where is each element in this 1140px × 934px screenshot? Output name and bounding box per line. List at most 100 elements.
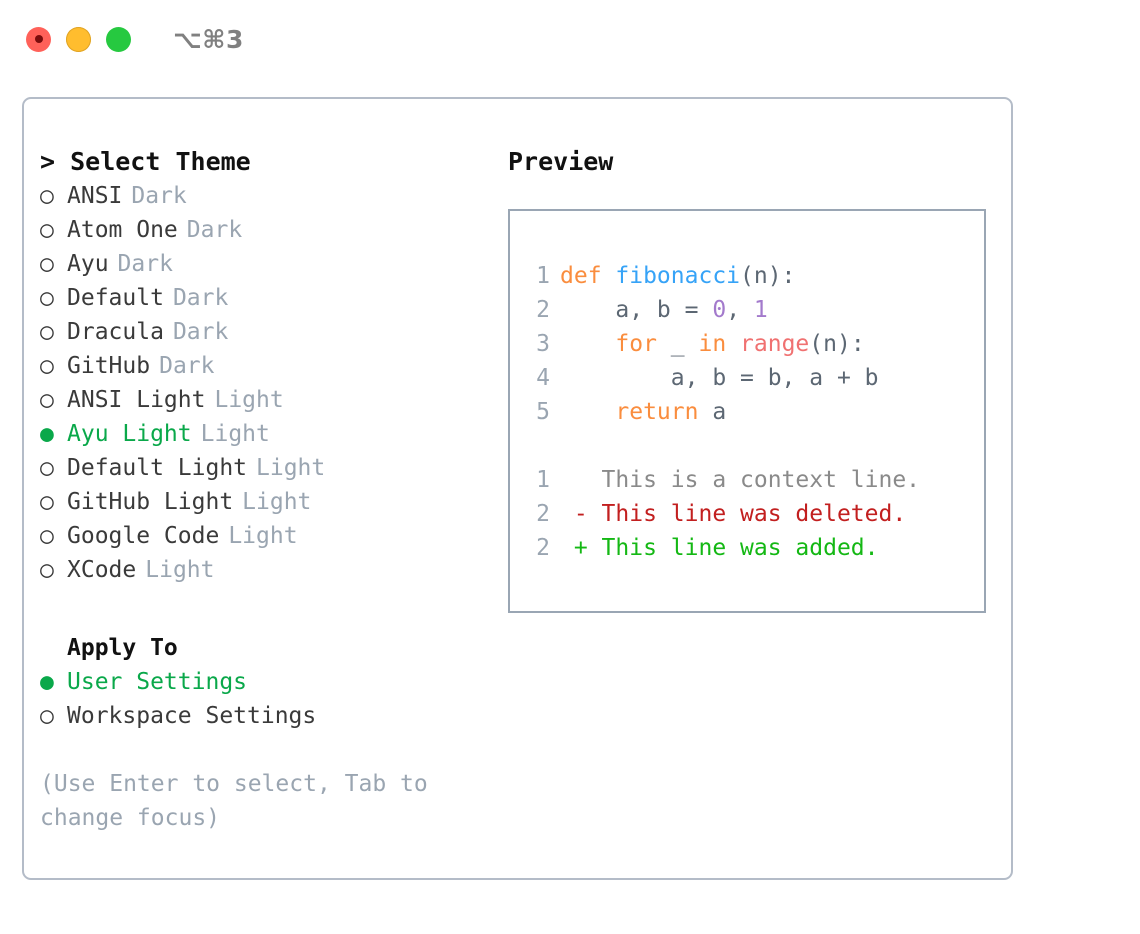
code-token-var: _ (656, 331, 699, 357)
theme-option-variant: Light (200, 421, 270, 447)
preview-title: Preview (508, 147, 614, 176)
theme-option-variant: Dark (172, 285, 229, 311)
radio-unselected-icon: ○ (40, 353, 54, 379)
diff-sign: - (560, 501, 602, 527)
apply-to-header: Apply To (67, 635, 178, 661)
keyboard-shortcut-label: ⌥⌘3 (173, 24, 244, 54)
line-number: 2 (536, 535, 550, 561)
diff-line-deleted: 2 - This line was deleted. (528, 497, 984, 531)
code-token-fn: fibonacci (615, 263, 741, 289)
code-line: 3 for _ in range(n): (528, 327, 984, 361)
code-token-punct: (n): (809, 331, 865, 357)
theme-option-label: GitHub (67, 353, 151, 379)
radio-unselected-icon: ○ (40, 489, 54, 515)
diff-line-context: 1 This is a context line. (528, 463, 984, 497)
radio-unselected-icon: ○ (40, 217, 54, 243)
theme-option-variant: Dark (159, 353, 215, 379)
code-line: 4 a, b = b, a + b (528, 361, 984, 395)
code-line: 5 return a (528, 395, 984, 429)
code-line: 1 def fibonacci(n): (528, 259, 984, 293)
code-token-var: a, b = b, a + b (560, 365, 879, 391)
keyboard-hint: (Use Enter to select, Tab to change focu… (40, 771, 428, 831)
theme-option-label: Ayu (67, 251, 109, 277)
theme-option-variant: Dark (186, 217, 243, 243)
theme-option-variant: Light (145, 557, 215, 583)
theme-option-github[interactable]: ○ GitHub Dark (40, 349, 486, 383)
code-token-var (726, 331, 740, 357)
theme-option-label: Ayu Light (67, 421, 192, 447)
theme-option-google-code[interactable]: ○ Google Code Light (40, 519, 486, 553)
theme-option-label: Default Light (67, 455, 248, 481)
apply-to-option-user-settings[interactable]: ● User Settings (40, 665, 486, 699)
theme-option-variant: Light (242, 489, 312, 515)
diff-text: This is a context line. (601, 467, 921, 493)
diff-line-added: 2 + This line was added. (528, 531, 984, 565)
theme-option-variant: Dark (131, 183, 187, 209)
diff-text: This line was deleted. (601, 501, 907, 527)
theme-option-variant: Light (256, 455, 326, 481)
theme-option-variant: Dark (117, 251, 173, 277)
code-token-var: a (698, 399, 727, 425)
code-token-var: a, b = (560, 297, 713, 323)
radio-unselected-icon: ○ (40, 251, 54, 277)
theme-option-ayu-light[interactable]: ● Ayu Light Light (40, 417, 486, 451)
theme-option-label: GitHub Light (67, 489, 234, 515)
line-number: 2 (536, 501, 550, 527)
window-controls (26, 26, 131, 52)
line-number: 1 (536, 263, 550, 289)
radio-unselected-icon: ○ (40, 387, 54, 413)
theme-option-variant: Dark (172, 319, 229, 345)
apply-to-option-workspace-settings[interactable]: ○Workspace Settings (40, 699, 486, 733)
theme-option-ayu[interactable]: ○ Ayu Dark (40, 247, 486, 281)
theme-option-github-light[interactable]: ○ GitHub Light Light (40, 485, 486, 519)
theme-option-label: XCode (67, 557, 137, 583)
code-token-kw: for (615, 331, 657, 357)
apply-to-list[interactable]: ● User Settings ○Workspace Settings (40, 665, 486, 733)
close-button[interactable] (26, 26, 51, 52)
apply-to-option-label: Workspace Settings (67, 703, 317, 729)
diff-text: This line was added. (601, 535, 879, 561)
code-token-kw: return (615, 399, 699, 425)
code-token-kw: in (698, 331, 727, 357)
theme-option-label: ANSI (67, 183, 123, 209)
code-line: 2 a, b = 0, 1 (528, 293, 984, 327)
radio-unselected-icon: ○ (40, 319, 54, 345)
radio-unselected-icon: ○ (40, 183, 54, 209)
maximize-button[interactable] (106, 26, 131, 52)
line-number: 3 (536, 331, 550, 357)
theme-option-default-light[interactable]: ○ Default Light Light (40, 451, 486, 485)
code-token-var (560, 331, 615, 357)
radio-unselected-icon: ○ (40, 455, 54, 481)
line-number: 4 (536, 365, 550, 391)
apply-to-option-label: User Settings (67, 669, 248, 695)
minimize-button[interactable] (66, 26, 91, 52)
radio-selected-icon: ● (40, 421, 54, 447)
line-number: 1 (536, 467, 550, 493)
line-number: 5 (536, 399, 550, 425)
theme-option-label: ANSI Light (67, 387, 206, 413)
code-token-punct: , (726, 297, 754, 323)
code-token-punct: (n): (740, 263, 796, 289)
theme-option-ansi[interactable]: ○ ANSI Dark (40, 179, 486, 213)
page-title: > Select Theme (40, 147, 251, 176)
radio-unselected-icon: ○ (40, 285, 54, 311)
code-token-var (560, 399, 615, 425)
line-number: 2 (536, 297, 550, 323)
theme-option-label: Google Code (67, 523, 220, 549)
code-token-kw: def (560, 263, 616, 289)
diff-sign (560, 467, 602, 493)
radio-unselected-icon: ○ (40, 523, 54, 549)
theme-option-variant: Light (228, 523, 298, 549)
titlebar: ⌥⌘3 (0, 0, 1140, 78)
code-token-num: 0 (712, 297, 727, 323)
radio-selected-icon: ● (40, 669, 54, 695)
